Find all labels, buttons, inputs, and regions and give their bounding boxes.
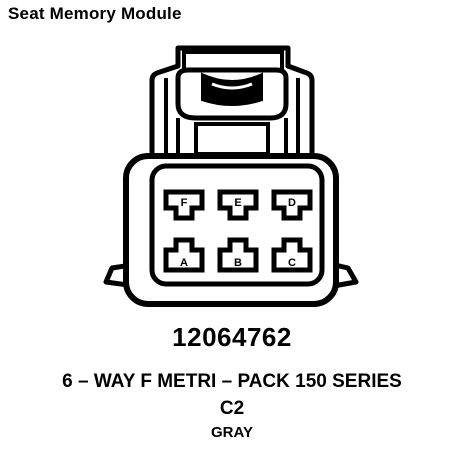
pin-cavity-a: A [163,237,205,273]
connector-color: GRAY [211,424,253,441]
pin-label-f: F [181,197,188,209]
pin-cavity-e: E [217,189,259,221]
pin-label-a: A [180,257,188,269]
pin-label-b: B [234,257,242,269]
pin-cavity-d: D [271,189,313,221]
pin-cavity-c: C [271,237,313,273]
part-number: 12064762 [172,322,292,352]
diagram-title: Seat Memory Module [8,4,182,23]
pin-cavity-f: F [163,189,205,221]
pin-label-d: D [288,197,296,209]
pin-label-c: C [288,257,296,269]
latch-grip-highlight [211,82,253,90]
connector-description: 6 – WAY F METRI – PACK 150 SERIES [62,371,402,392]
connector-id: C2 [219,398,245,419]
pin-cavity-b: B [217,237,259,273]
pin-label-e: E [234,197,241,209]
